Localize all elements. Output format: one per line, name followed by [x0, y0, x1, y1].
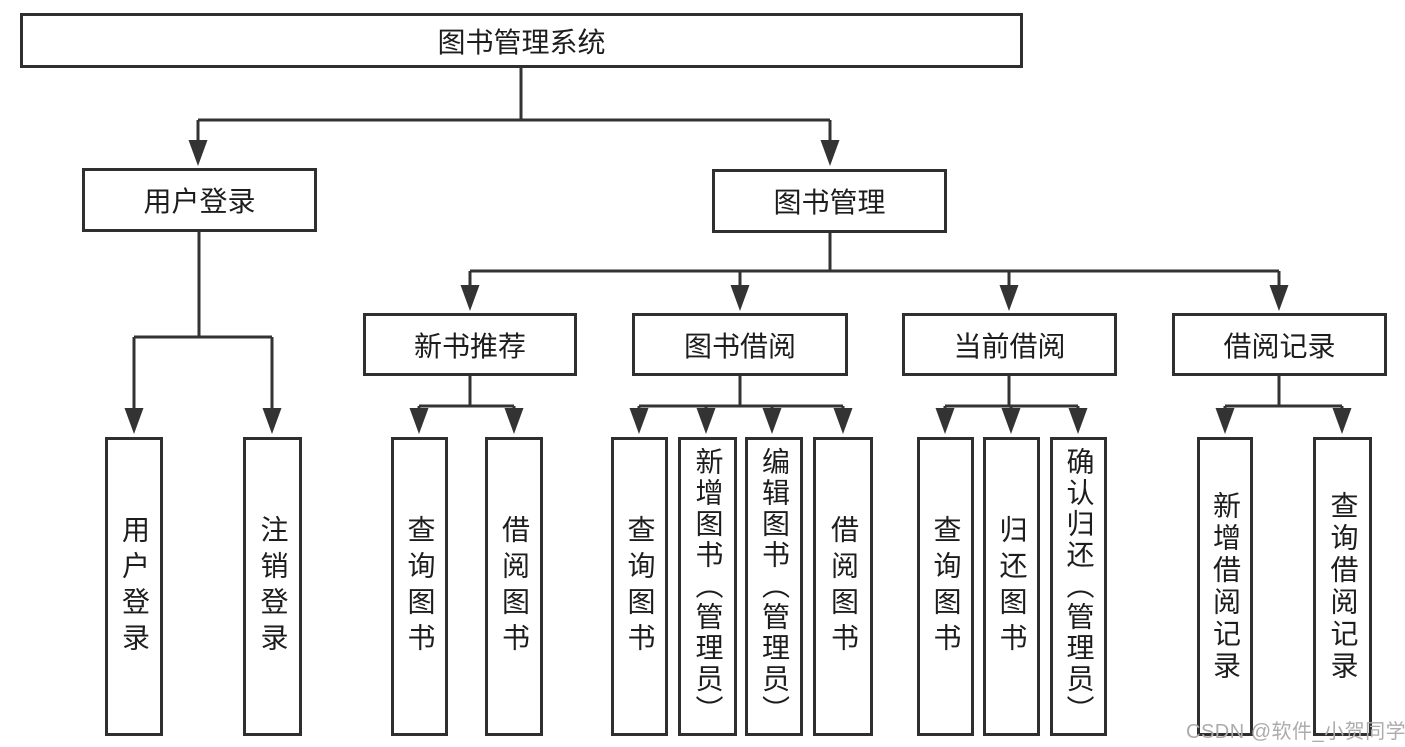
- leaf-logout-label: 注销登录: [257, 514, 289, 659]
- connector-currentborrow-to-leaves: [935, 376, 1088, 434]
- node-book-management-label: 图书管理: [773, 187, 886, 218]
- leaf-confirm-return-admin-label: 确认归还（管理员）: [1063, 447, 1095, 726]
- leaf-borrow-books: 借阅图书: [813, 437, 873, 736]
- leaf-user-login-label: 用户登录: [119, 514, 150, 659]
- node-current-borrow: 当前借阅: [902, 313, 1117, 376]
- connector-newbooks-to-leaves: [409, 376, 524, 434]
- node-current-borrow-label: 当前借阅: [953, 330, 1066, 362]
- connector-root-to-level2: [188, 68, 840, 166]
- leaf-add-borrow-record: 新增借阅记录: [1197, 437, 1253, 736]
- node-borrow-records-label: 借阅记录: [1223, 330, 1336, 362]
- leaf-query-books-recommend-label: 查询图书: [404, 514, 436, 659]
- node-user-login-label: 用户登录: [143, 186, 256, 217]
- watermark: CSDN @软件_小贺同学: [1186, 721, 1405, 743]
- leaf-borrow-books-recommend: 借阅图书: [485, 437, 543, 736]
- leaf-query-books-borrow: 查询图书: [611, 437, 668, 736]
- leaf-borrow-books-recommend-label: 借阅图书: [499, 514, 530, 659]
- leaf-confirm-return-admin: 确认归还（管理员）: [1050, 437, 1107, 736]
- leaf-query-borrow-record: 查询借阅记录: [1313, 437, 1372, 736]
- node-root: 图书管理系统: [20, 13, 1023, 68]
- leaf-edit-books-admin: 编辑图书（管理员）: [745, 437, 803, 736]
- node-book-borrow-label: 图书借阅: [683, 330, 796, 362]
- leaf-borrow-books-label: 借阅图书: [828, 514, 859, 659]
- node-book-management: 图书管理: [712, 169, 947, 233]
- node-root-label: 图书管理系统: [437, 26, 606, 58]
- node-new-book-recommend: 新书推荐: [363, 313, 577, 376]
- node-new-book-recommend-label: 新书推荐: [413, 330, 526, 362]
- leaf-query-books-current: 查询图书: [917, 437, 974, 736]
- connector-userlogin-to-leaves: [124, 232, 282, 434]
- node-book-borrow: 图书借阅: [632, 313, 848, 376]
- connector-borrowrecords-to-leaves: [1215, 376, 1352, 434]
- leaf-add-books-admin: 新增图书（管理员）: [678, 437, 737, 736]
- leaf-logout: 注销登录: [243, 437, 302, 736]
- leaf-edit-books-admin-label: 编辑图书（管理员）: [759, 447, 790, 726]
- node-borrow-records: 借阅记录: [1172, 313, 1387, 376]
- leaf-query-books-recommend: 查询图书: [391, 437, 448, 736]
- leaf-query-books-current-label: 查询图书: [930, 514, 962, 659]
- leaf-return-books-label: 归还图书: [996, 514, 1028, 659]
- leaf-query-books-borrow-label: 查询图书: [624, 514, 656, 659]
- leaf-user-login: 用户登录: [105, 437, 163, 736]
- leaf-return-books: 归还图书: [983, 437, 1040, 736]
- node-user-login: 用户登录: [82, 168, 317, 232]
- leaf-query-borrow-record-label: 查询借阅记录: [1327, 490, 1359, 683]
- connector-bookborrow-to-leaves: [629, 376, 853, 434]
- leaf-add-books-admin-label: 新增图书（管理员）: [692, 447, 724, 726]
- leaf-add-borrow-record-label: 新增借阅记录: [1210, 490, 1241, 683]
- connector-bookmgmt-to-level3: [460, 233, 1289, 311]
